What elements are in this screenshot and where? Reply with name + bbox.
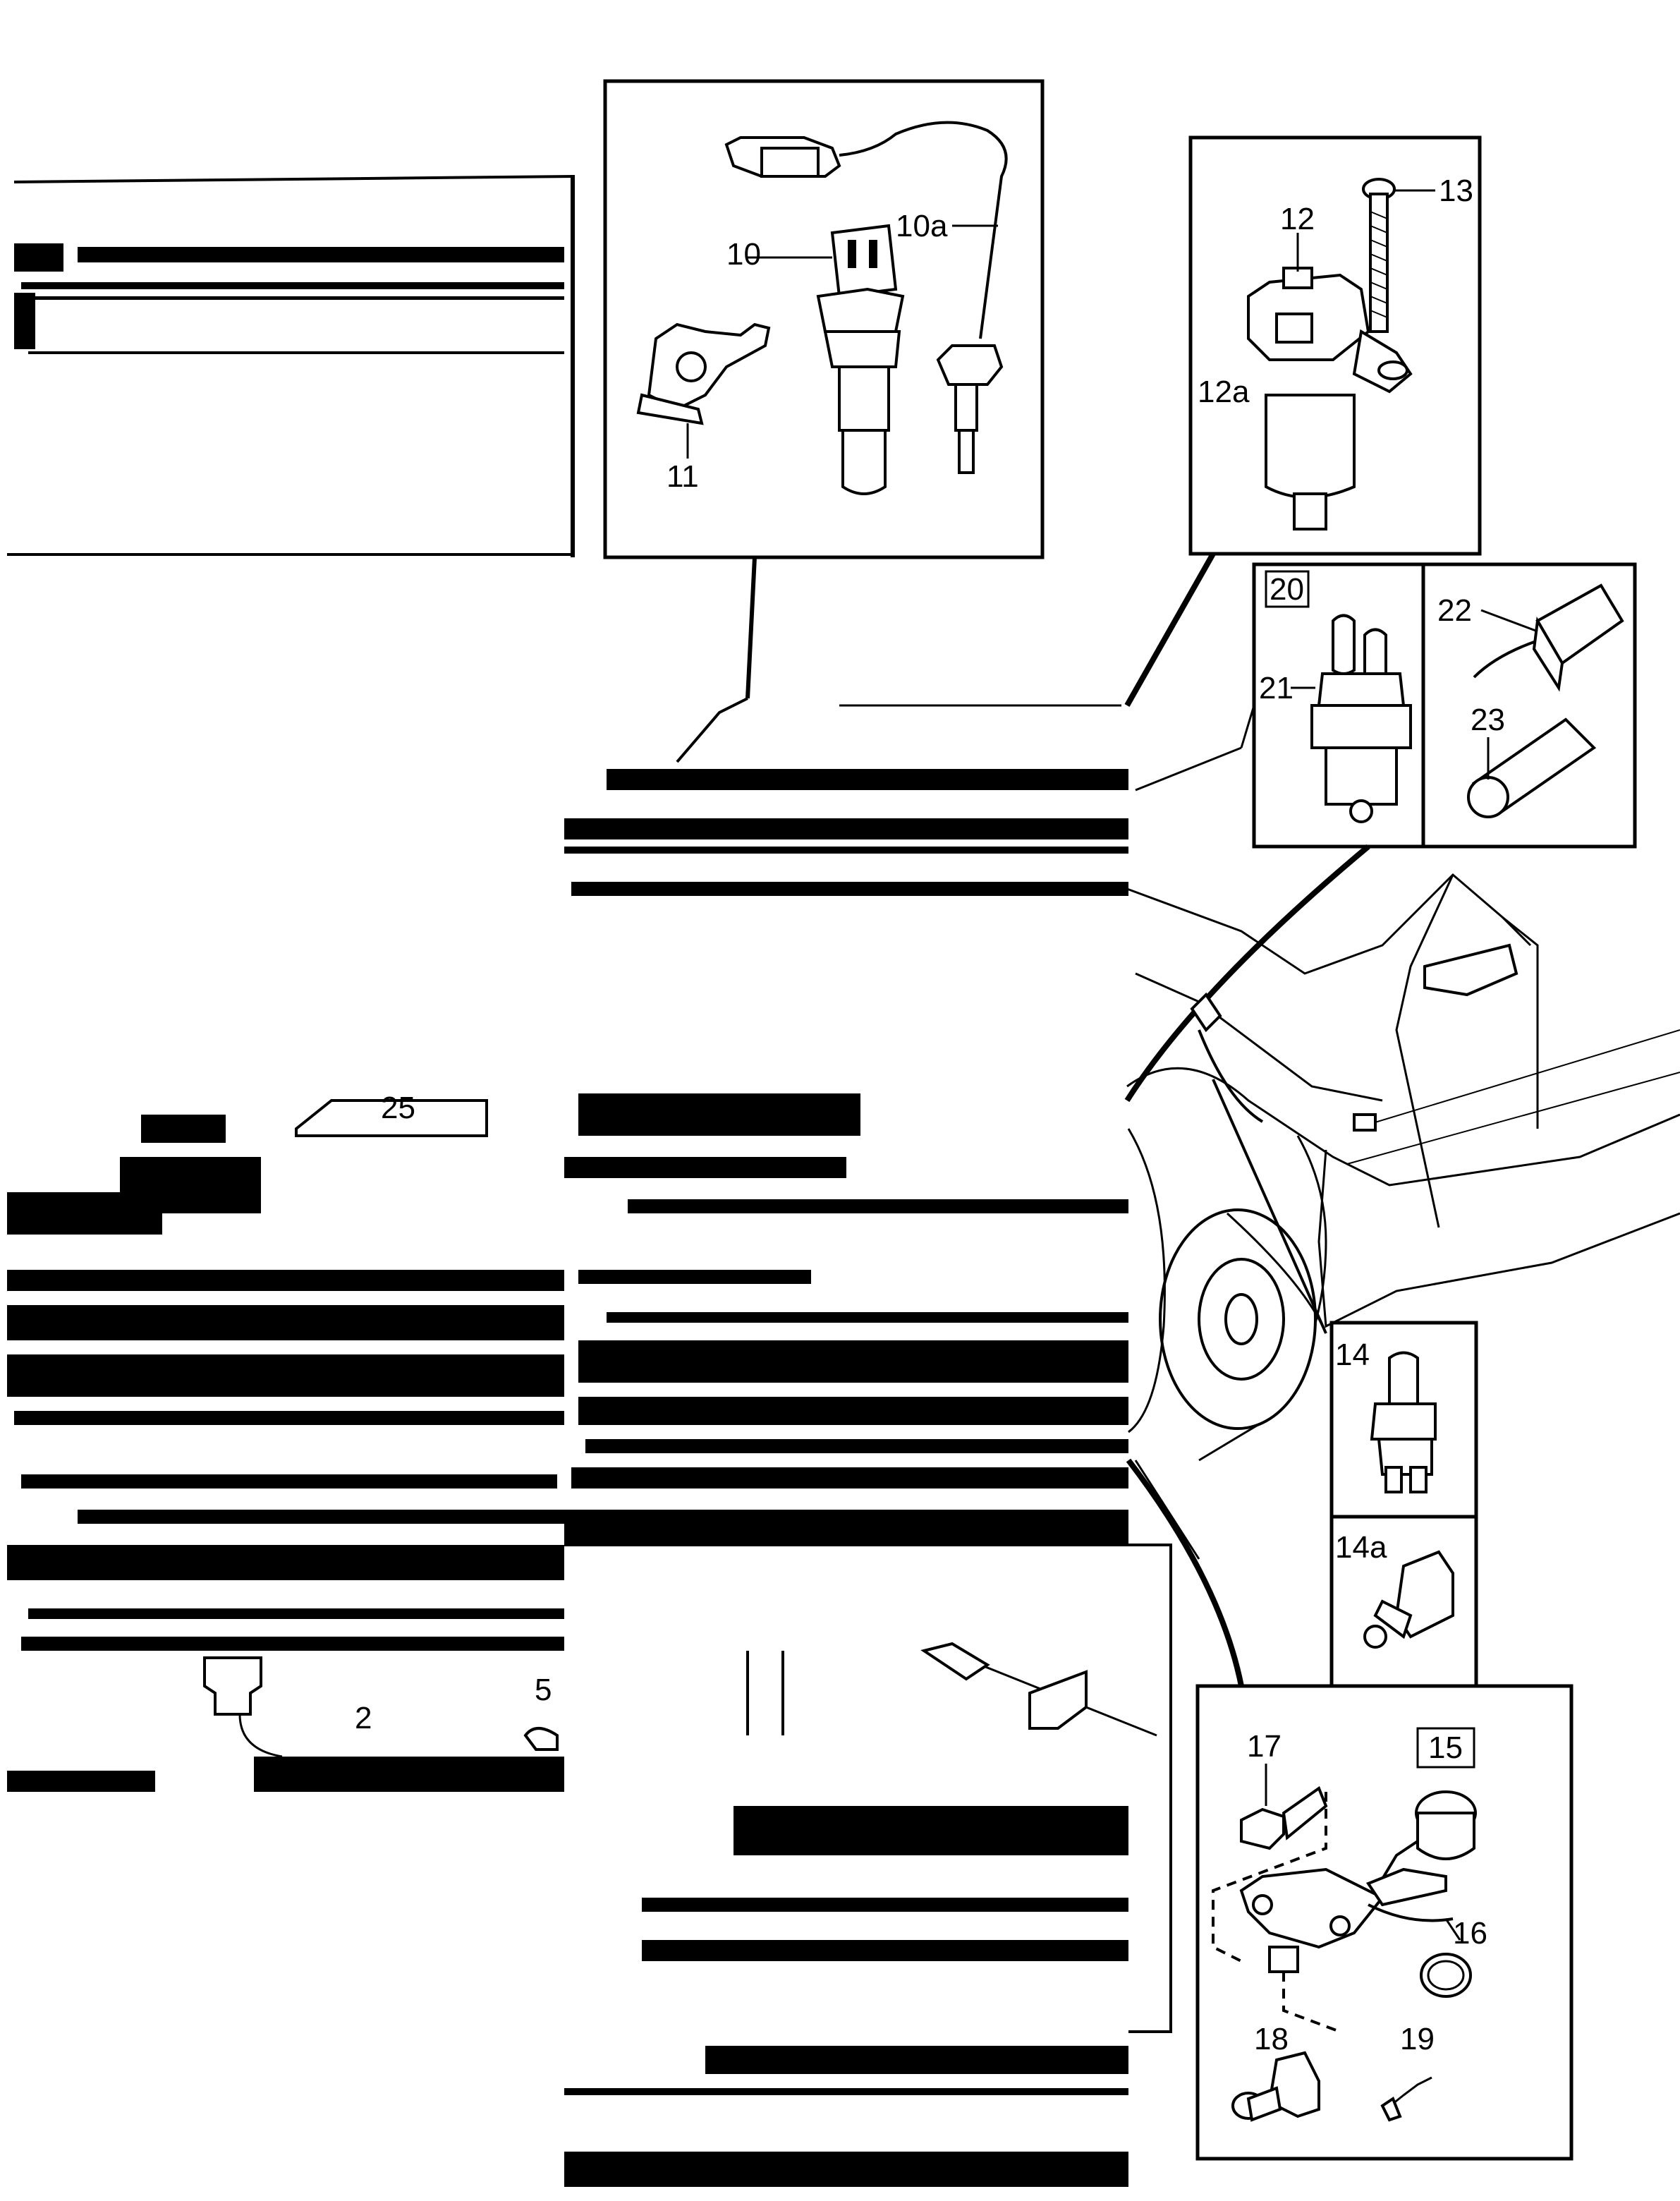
part-5: 5 (523, 1673, 559, 1751)
label-21: 21 (1259, 671, 1294, 705)
box-connector-parts: 22 23 (1421, 562, 1637, 849)
label-23: 23 (1471, 703, 1505, 737)
scan-artifact-middle (564, 557, 1172, 2187)
box-brake-switch-alt: 14a (1329, 1515, 1478, 1688)
label-10: 10 (726, 237, 761, 272)
boxed-label-15 (1416, 1727, 1475, 1769)
box-sensor-temperature: 10 10a 11 (603, 79, 1045, 559)
label-17: 17 (1247, 1729, 1282, 1764)
scan-artifact-left-bottom: 25 (7, 1091, 564, 1792)
label-14: 14 (1335, 1338, 1370, 1372)
box-speed-sensor: 13 12 12a (1188, 135, 1482, 556)
label-16: 16 (1453, 1916, 1487, 1951)
label-5: 5 (535, 1673, 552, 1707)
label-10a: 10a (896, 209, 948, 243)
label-20: 20 (1270, 572, 1304, 607)
label-13: 13 (1439, 174, 1473, 208)
label-19: 19 (1400, 2022, 1435, 2056)
box-clutch-sensor: 15 17 16 18 19 (1195, 1684, 1574, 2161)
label-18: 18 (1254, 2022, 1289, 2056)
label-14a: 14a (1335, 1530, 1387, 1565)
box-reverse-switch: 20 21 (1252, 562, 1432, 849)
label-25: 25 (381, 1091, 415, 1125)
scan-artifact-left-top (7, 175, 576, 557)
label-15: 15 (1428, 1730, 1463, 1765)
part-2: 2 (203, 1656, 372, 1758)
label-22: 22 (1437, 593, 1472, 628)
car-illustration (1124, 552, 1680, 1687)
box-brake-switch: 14 (1329, 1321, 1478, 1519)
label-2: 2 (355, 1701, 372, 1735)
label-12a: 12a (1198, 375, 1250, 409)
boxed-label-20 (1265, 570, 1310, 608)
label-11: 11 (666, 459, 699, 494)
label-12: 12 (1280, 202, 1315, 236)
